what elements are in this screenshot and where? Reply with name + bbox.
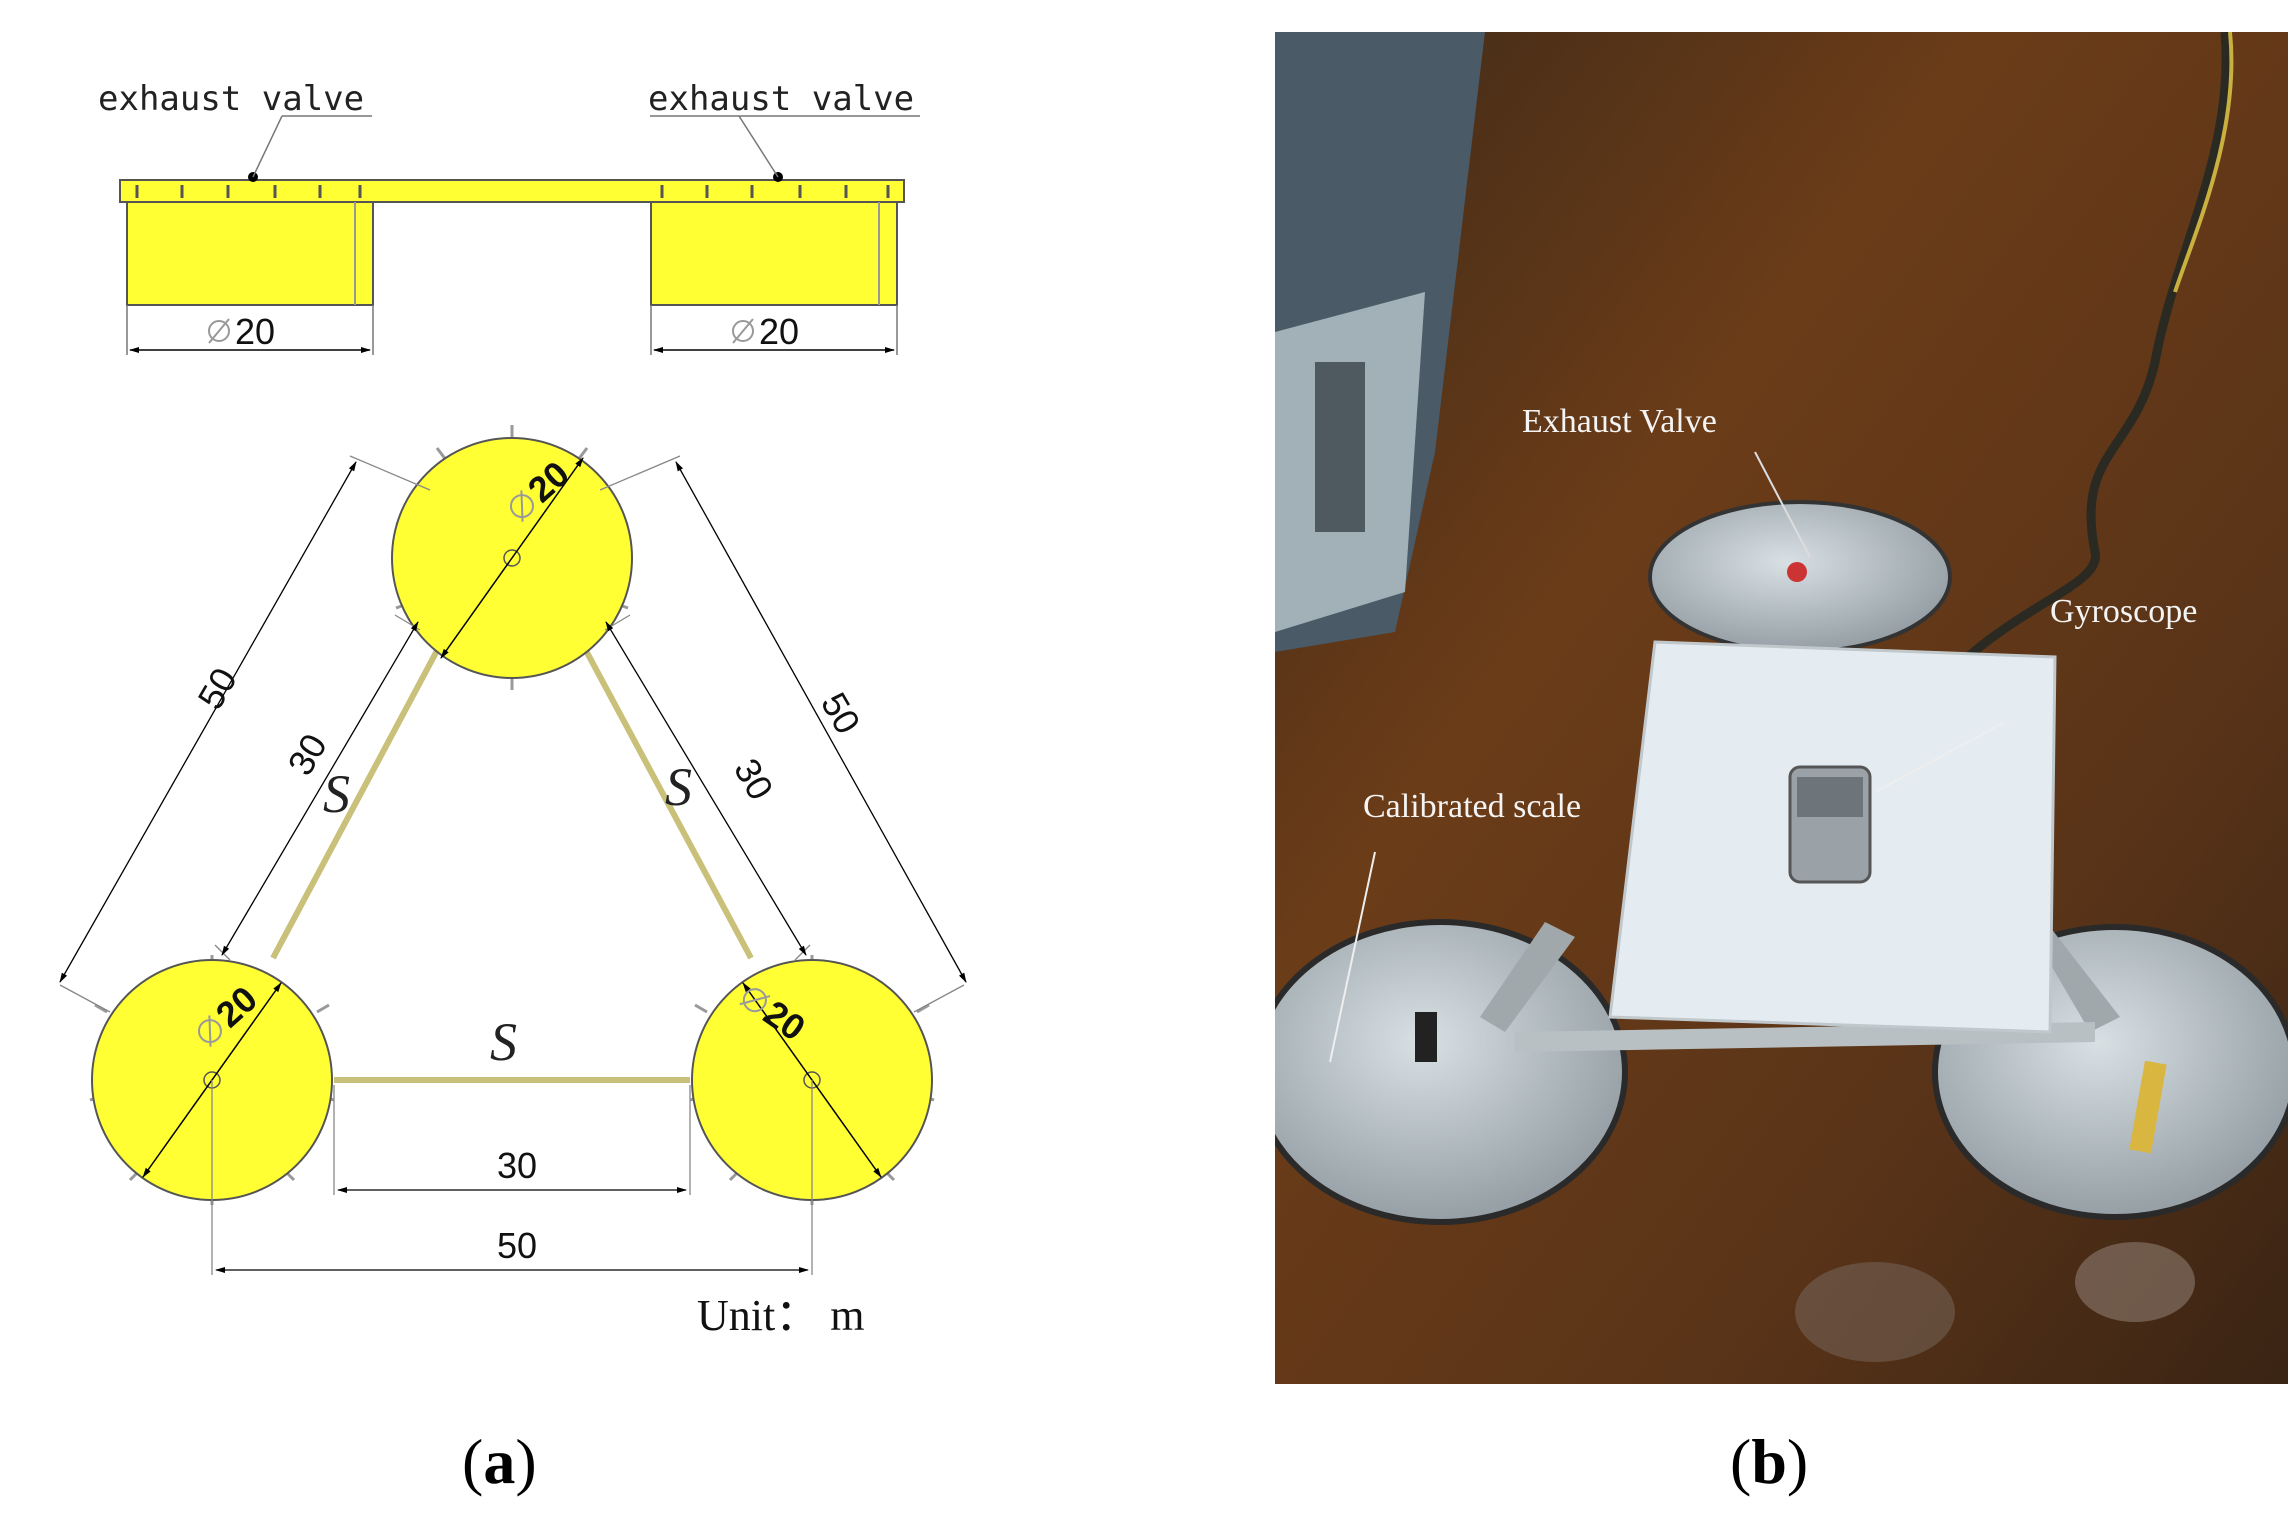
gyroscope-cable [1901,32,2231,735]
dim-line-inner-left [221,621,419,956]
side-deck [119,179,905,203]
label-gyroscope: Gyroscope [2050,593,2197,630]
dim-bottom-outer: 50 [497,1225,537,1266]
spacing-label-left: S [323,764,350,824]
dim-line-outer-right [675,461,967,983]
label-exhaust-valve: Exhaust Valve [1522,403,1717,440]
exhaust-valve-label-left: exhaust valve [98,79,364,119]
spacing-label-bottom: S [490,1012,517,1072]
dim-bottom-inner: 30 [497,1145,537,1186]
panel-a-drawing: exhaust valve exhaust valve 20 20 [59,79,967,1340]
dim-line-inner-right [605,621,807,956]
dim-inner-right: 30 [726,752,782,807]
panel-b-photo: Exhaust Valve Gyroscope Calibrated scale [1275,32,2288,1384]
caption-b: (b) [1730,1426,1809,1497]
photo-exhaust-valve [1787,562,1807,582]
side-float-left [126,182,374,306]
side-view: exhaust valve exhaust valve 20 20 [98,79,920,355]
photo-float-left [1275,919,1628,1225]
caption-a: (a) [462,1426,537,1497]
side-float-right [650,182,898,306]
unit-label: Unit： m [697,1291,864,1340]
dim-outer-left: 50 [189,661,245,716]
photo-scale-right [2129,1060,2167,1154]
exhaust-valve-label-right: exhaust valve [648,79,914,119]
top-view: 20 20 20 [59,425,967,1340]
side-diameter-left: 20 [235,311,275,352]
label-calibrated-scale: Calibrated scale [1363,788,1581,825]
dim-outer-right: 50 [813,686,869,741]
side-diameter-right: 20 [759,311,799,352]
diameter-icon [208,318,754,344]
spacing-label-right: S [665,757,692,817]
beam-left [270,643,443,960]
dim-line-outer-left [59,461,357,983]
photo-scale-left [1415,1012,1437,1062]
